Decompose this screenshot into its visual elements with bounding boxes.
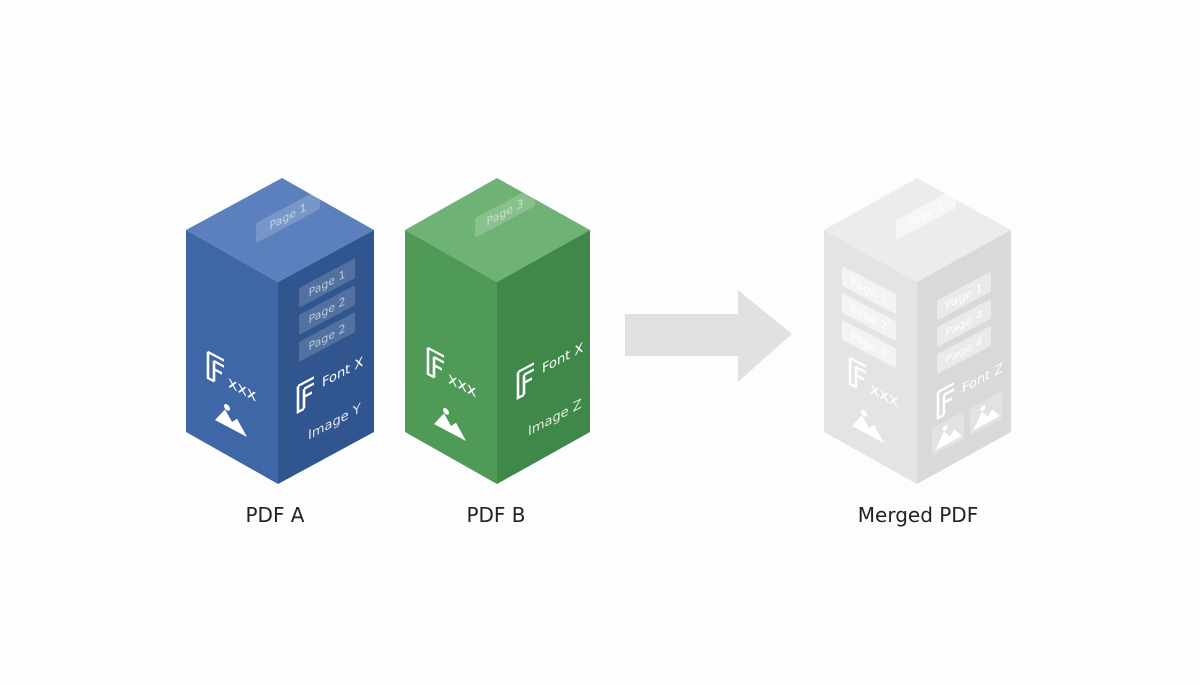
- pdf-a-box: Page 1 Page 1 Page 2 Page 2 xxx: [186, 178, 374, 484]
- font-file-icon: [206, 350, 224, 383]
- pdf-a-top-face: [186, 178, 374, 282]
- pdf-b-right-face: [497, 230, 590, 484]
- pdf-a-left-face: [186, 230, 278, 484]
- mountain-image-icon: [852, 409, 884, 444]
- pdf-a-caption: PDF A: [245, 503, 304, 527]
- pdf-b-caption: PDF B: [466, 503, 525, 527]
- font-file-icon: [936, 382, 954, 420]
- mountain-image-icon: [215, 403, 247, 438]
- font-file-icon: [516, 362, 534, 400]
- merged-image-tile-1: [932, 412, 964, 455]
- pdf-b-top-face: [405, 178, 590, 282]
- merged-pdf-box: Page 1 Page 1 Page 2 Page 3 Page 1 Page …: [824, 178, 1011, 484]
- merged-pdf-caption: Merged PDF: [858, 503, 978, 527]
- font-file-icon: [426, 346, 444, 379]
- pdf-b-box: Page 3 xxx Font X Image Z: [405, 178, 590, 484]
- font-file-icon: [296, 376, 314, 414]
- font-file-icon: [848, 356, 866, 389]
- pdf-b-left-face: [405, 230, 497, 484]
- merged-image-tile-2: [970, 392, 1002, 435]
- pdf-a-right-face: [278, 230, 374, 484]
- merged-top-face: [824, 178, 1011, 282]
- right-arrow-icon: [625, 290, 792, 382]
- mountain-image-icon: [434, 407, 466, 442]
- mountain-image-icon: [935, 425, 962, 451]
- mountain-image-icon: [973, 405, 1000, 431]
